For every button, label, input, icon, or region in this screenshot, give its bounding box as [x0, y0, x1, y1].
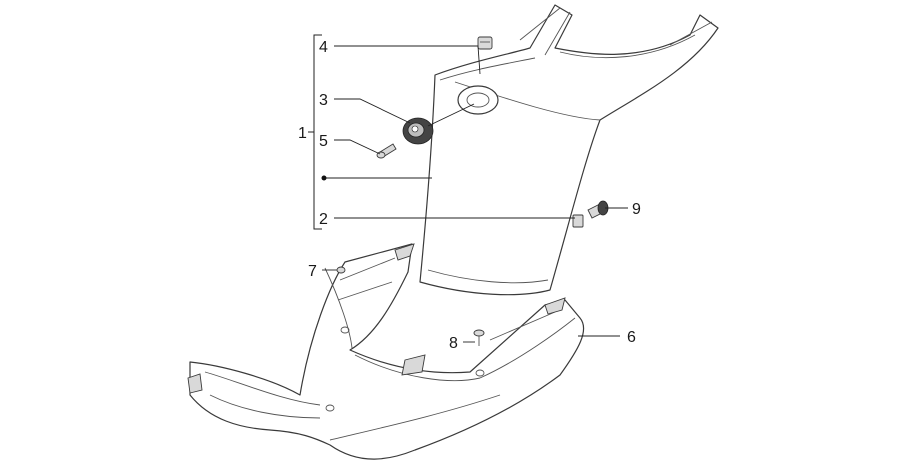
- callout-4: 4: [319, 39, 328, 56]
- callout-9: 9: [632, 201, 641, 218]
- group-bracket: [313, 34, 322, 230]
- callout-8: 8: [449, 335, 458, 352]
- screw-part-9: [572, 200, 609, 228]
- callout-2: 2: [319, 211, 328, 228]
- callout-6: 6: [627, 329, 636, 346]
- leader-line-5: [334, 139, 381, 155]
- floor-panel: [187, 243, 585, 460]
- screw-part-8: [473, 329, 485, 346]
- screw-part-7: [336, 266, 346, 274]
- callout-1: 1: [298, 125, 307, 142]
- leader-line-4: [334, 45, 481, 75]
- lock-cover-part-3: [402, 117, 434, 145]
- bullet-dot: [321, 175, 327, 181]
- callout-5: 5: [319, 133, 328, 150]
- callout-3: 3: [319, 92, 328, 109]
- clip-part-4: [477, 36, 493, 50]
- leader-line-3: [334, 98, 411, 124]
- leader-line-3b: [427, 103, 475, 127]
- callout-7: 7: [308, 263, 317, 280]
- leg-shield-panel: [419, 4, 719, 296]
- screw-part-5: [376, 143, 397, 159]
